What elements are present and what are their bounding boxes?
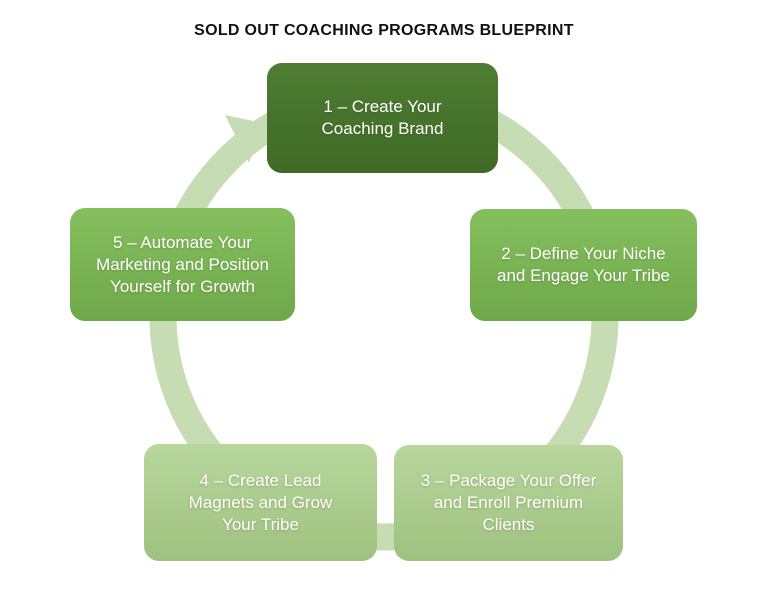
step-box-1: 1 – Create Your Coaching Brand: [267, 63, 498, 173]
cycle-arrowhead-icon: [225, 115, 263, 163]
step-3-label: 3 – Package Your Offer and Enroll Premiu…: [420, 471, 597, 534]
step-box-4: 4 – Create Lead Magnets and Grow Your Tr…: [144, 444, 377, 561]
step-box-5: 5 – Automate Your Marketing and Position…: [70, 208, 295, 321]
diagram-title: SOLD OUT COACHING PROGRAMS BLUEPRINT: [194, 22, 574, 39]
step-1-label: 1 – Create Your Coaching Brand: [321, 97, 444, 138]
step-5-label: 5 – Automate Your Marketing and Position…: [96, 232, 269, 296]
step-4-label: 4 – Create Lead Magnets and Grow Your Tr…: [188, 470, 333, 534]
step-2-label: 2 – Define Your Niche and Engage Your Tr…: [497, 244, 670, 285]
step-box-2: 2 – Define Your Niche and Engage Your Tr…: [470, 209, 697, 321]
step-box-3: 3 – Package Your Offer and Enroll Premiu…: [394, 445, 623, 561]
